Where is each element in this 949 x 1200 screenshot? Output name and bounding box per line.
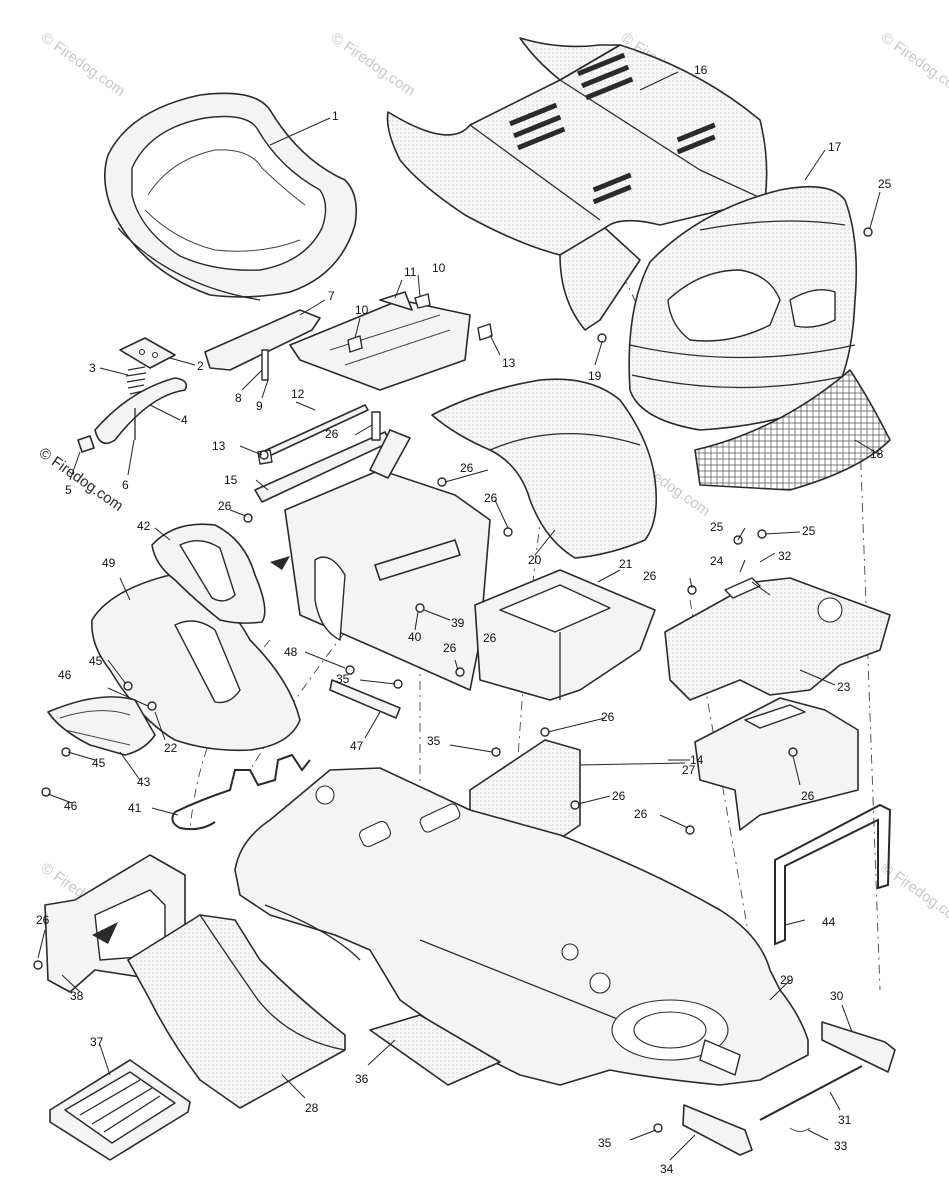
callout-17: 17 [828,140,842,154]
watermark-text: © Firedog.com [328,29,419,99]
leader-lines [37,71,881,1161]
callout-13: 13 [502,356,516,370]
callout-35: 35 [336,672,350,686]
callout-26: 26 [643,569,657,583]
hood-top [386,37,768,331]
callout-33: 33 [834,1139,848,1153]
foot-pan [127,914,346,1109]
callout-21: 21 [619,557,633,571]
callout-35: 35 [598,1136,612,1150]
foot-pad [369,1014,501,1086]
callout-40: 40 [408,630,422,644]
callout-26: 26 [325,427,339,441]
shift-console [91,523,301,752]
callout-5: 5 [65,483,72,497]
callout-2: 2 [197,359,204,373]
callout-26: 26 [443,641,457,655]
callout-31: 31 [838,1113,852,1127]
callout-25: 25 [802,524,816,538]
rear-linkage [682,1021,896,1156]
callout-26: 26 [483,631,497,645]
watermark-text: © Firedog.com [38,29,129,99]
callout-43: 43 [137,775,151,789]
callout-9: 9 [256,399,263,413]
callout-3: 3 [89,361,96,375]
fasteners [33,227,873,1133]
shift-plate [47,696,156,756]
callout-20: 20 [528,553,542,567]
callout-25: 25 [710,520,724,534]
callout-32: 32 [778,549,792,563]
callout-26: 26 [801,789,815,803]
callout-46: 46 [64,799,78,813]
callout-47: 47 [350,739,364,753]
bracket-47 [329,679,401,719]
callout-14: 14 [690,753,704,767]
front-nose [628,185,858,431]
callout-30: 30 [830,989,844,1003]
frame-box [284,429,656,701]
rear-fender-cover [431,378,658,559]
callout-37: 37 [90,1035,104,1049]
hood-vents [509,52,716,205]
callout-34: 34 [660,1162,674,1176]
callout-6: 6 [122,478,129,492]
front-grille [694,369,891,491]
callout-12: 12 [291,387,305,401]
callout-25: 25 [878,177,892,191]
callout-38: 38 [70,989,84,1003]
callout-26: 26 [460,461,474,475]
callout-26: 26 [612,789,626,803]
callout-41: 41 [128,801,142,815]
callout-18: 18 [870,447,884,461]
callout-labels: 1 2 3 4 5 6 7 8 9 10 10 11 12 13 13 14 1… [36,63,892,1176]
callout-29: 29 [780,973,794,987]
callout-26: 26 [601,710,615,724]
callout-46: 46 [58,668,72,682]
spring-rod [171,753,311,831]
callout-4: 4 [181,413,188,427]
seat-hardware [77,291,493,453]
front-bracket [694,697,859,831]
callout-8: 8 [235,391,242,405]
callout-42: 42 [137,519,151,533]
support-strap [774,803,892,946]
callout-27: 27 [682,763,696,777]
callout-26: 26 [634,807,648,821]
callout-22: 22 [164,741,178,755]
callout-44: 44 [822,915,836,929]
callout-39: 39 [451,616,465,630]
callout-10: 10 [355,303,369,317]
callout-16: 16 [694,63,708,77]
callout-48: 48 [284,645,298,659]
callout-24: 24 [710,554,724,568]
callout-19: 19 [588,369,602,383]
callout-28: 28 [305,1101,319,1115]
rods-brackets [254,404,391,503]
callout-49: 49 [102,556,116,570]
dash-panel [664,577,891,701]
callout-23: 23 [837,680,851,694]
callout-45: 45 [89,654,103,668]
callout-7: 7 [328,289,335,303]
callout-35: 35 [427,734,441,748]
callout-26: 26 [218,499,232,513]
seat [104,92,358,301]
callout-11: 11 [404,265,417,279]
callout-45: 45 [92,756,106,770]
callout-26: 26 [484,491,498,505]
watermark-text: © Firedog.com [878,29,949,99]
callout-26: 26 [36,913,50,927]
battery-tray [49,1059,191,1161]
callout-15: 15 [224,473,238,487]
main-frame-base [234,767,809,1086]
callout-10: 10 [432,261,446,275]
watermark-text: © Firedog.com [36,444,127,514]
callout-13: 13 [212,439,226,453]
callout-36: 36 [355,1072,369,1086]
callout-1: 1 [332,109,339,123]
